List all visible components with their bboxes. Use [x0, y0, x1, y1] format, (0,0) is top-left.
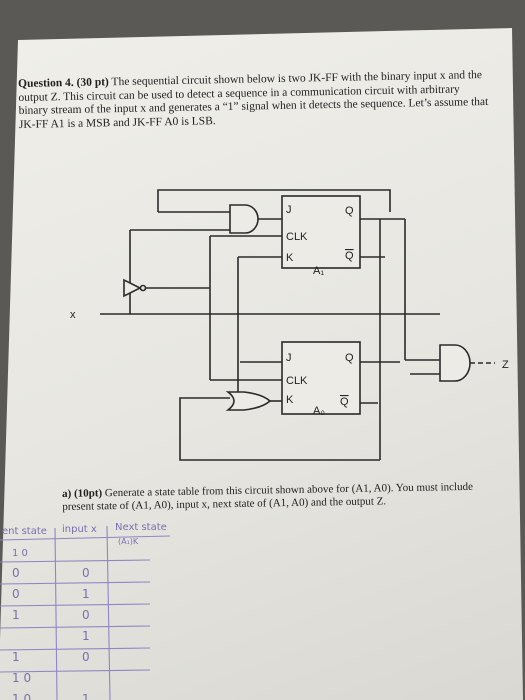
hand-row-x: 0 — [82, 650, 90, 664]
hand-row-a1: 1 0 — [12, 671, 31, 685]
ff0-q-label: Q — [345, 352, 354, 364]
hand-row-x: 1 — [82, 692, 90, 700]
and-gate-top — [229, 204, 259, 234]
ff1-qbar-label: Q — [345, 250, 354, 262]
ff1-q-label: Q — [345, 205, 354, 217]
ff0-j-label: J — [286, 352, 292, 364]
hand-row-a1: 1 0 — [12, 692, 31, 700]
inverter-bubble — [139, 284, 147, 292]
hand-row-line-3 — [0, 603, 151, 607]
hand-row-line-2 — [0, 581, 151, 585]
input-x-label: x — [70, 309, 76, 321]
hand-col3-sub: (A₁)K — [118, 537, 139, 546]
hand-sub-header: 1 0 — [12, 548, 28, 559]
wire-top-feedback — [157, 189, 391, 212]
hand-col2-header: input x — [62, 524, 97, 535]
hand-col-divider-2 — [106, 525, 111, 700]
or-gate-bottom — [225, 391, 272, 411]
inverter-gate — [123, 278, 142, 298]
hand-row-line-6 — [0, 669, 151, 673]
wire-bottom-feedback — [179, 397, 380, 461]
hand-row-a1: 1 — [12, 650, 20, 664]
hand-row-x: 1 — [82, 587, 90, 601]
hand-row-a1: 0 — [12, 566, 20, 580]
hand-col-divider-1 — [54, 527, 58, 700]
part-a-heading: a) (10pt) — [62, 487, 103, 500]
hand-row-line-1 — [0, 559, 151, 563]
jk-flip-flop-a0 — [281, 341, 361, 415]
hand-row-a1: 1 — [12, 608, 20, 622]
hand-row-x: 0 — [82, 608, 90, 622]
hand-row-line-5 — [0, 647, 151, 651]
hand-row-a1: 0 — [12, 587, 20, 601]
hand-header-line — [0, 535, 171, 541]
ff1-j-label: J — [286, 204, 292, 216]
ff1-name: A₁ — [313, 265, 324, 277]
ff0-k-label: K — [286, 394, 294, 406]
ff1-clk-label: CLK — [286, 231, 308, 243]
ff0-clk-label: CLK — [286, 375, 308, 387]
and-gate-output — [439, 344, 471, 382]
jk-flip-flop-a1 — [281, 195, 361, 269]
hand-col3-header: Next state — [115, 522, 167, 533]
ff0-name: A₀ — [313, 405, 325, 417]
hand-row-x: 1 — [82, 629, 90, 643]
hand-col1-header: ent state — [2, 526, 47, 537]
hand-row-line-4 — [0, 625, 151, 629]
ff0-qbar-label: Q — [340, 396, 349, 408]
hand-row-x: 0 — [82, 566, 90, 580]
output-z-label: Z — [502, 359, 509, 371]
ff1-k-label: K — [286, 252, 294, 264]
